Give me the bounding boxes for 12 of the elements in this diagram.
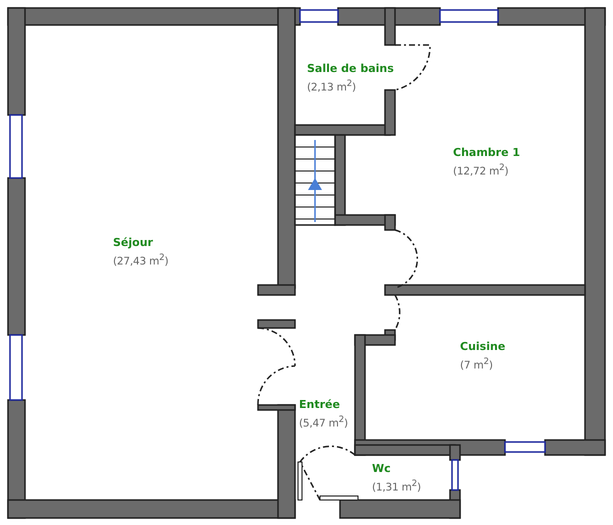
room-name: Séjour: [113, 236, 154, 249]
room-name: Wc: [372, 462, 392, 475]
room-name: Entrée: [299, 398, 341, 411]
room-area-label: (7 m$^{2}$): [460, 357, 494, 372]
room-area-label: (1,31 m$^{2}$): [372, 479, 421, 494]
room-area-label: (12,72 m$^{2}$): [453, 163, 510, 178]
room-name: Cuisine: [460, 340, 506, 353]
room-area-label: (2,13 m$^{2}$): [307, 79, 357, 94]
room-name: Chambre 1: [453, 146, 520, 159]
room-area-label: (5,47 m$^{2}$): [299, 415, 348, 430]
room-name: Salle de bains: [307, 62, 394, 75]
room-area-label: (27,43 m$^{2}$): [113, 253, 168, 268]
